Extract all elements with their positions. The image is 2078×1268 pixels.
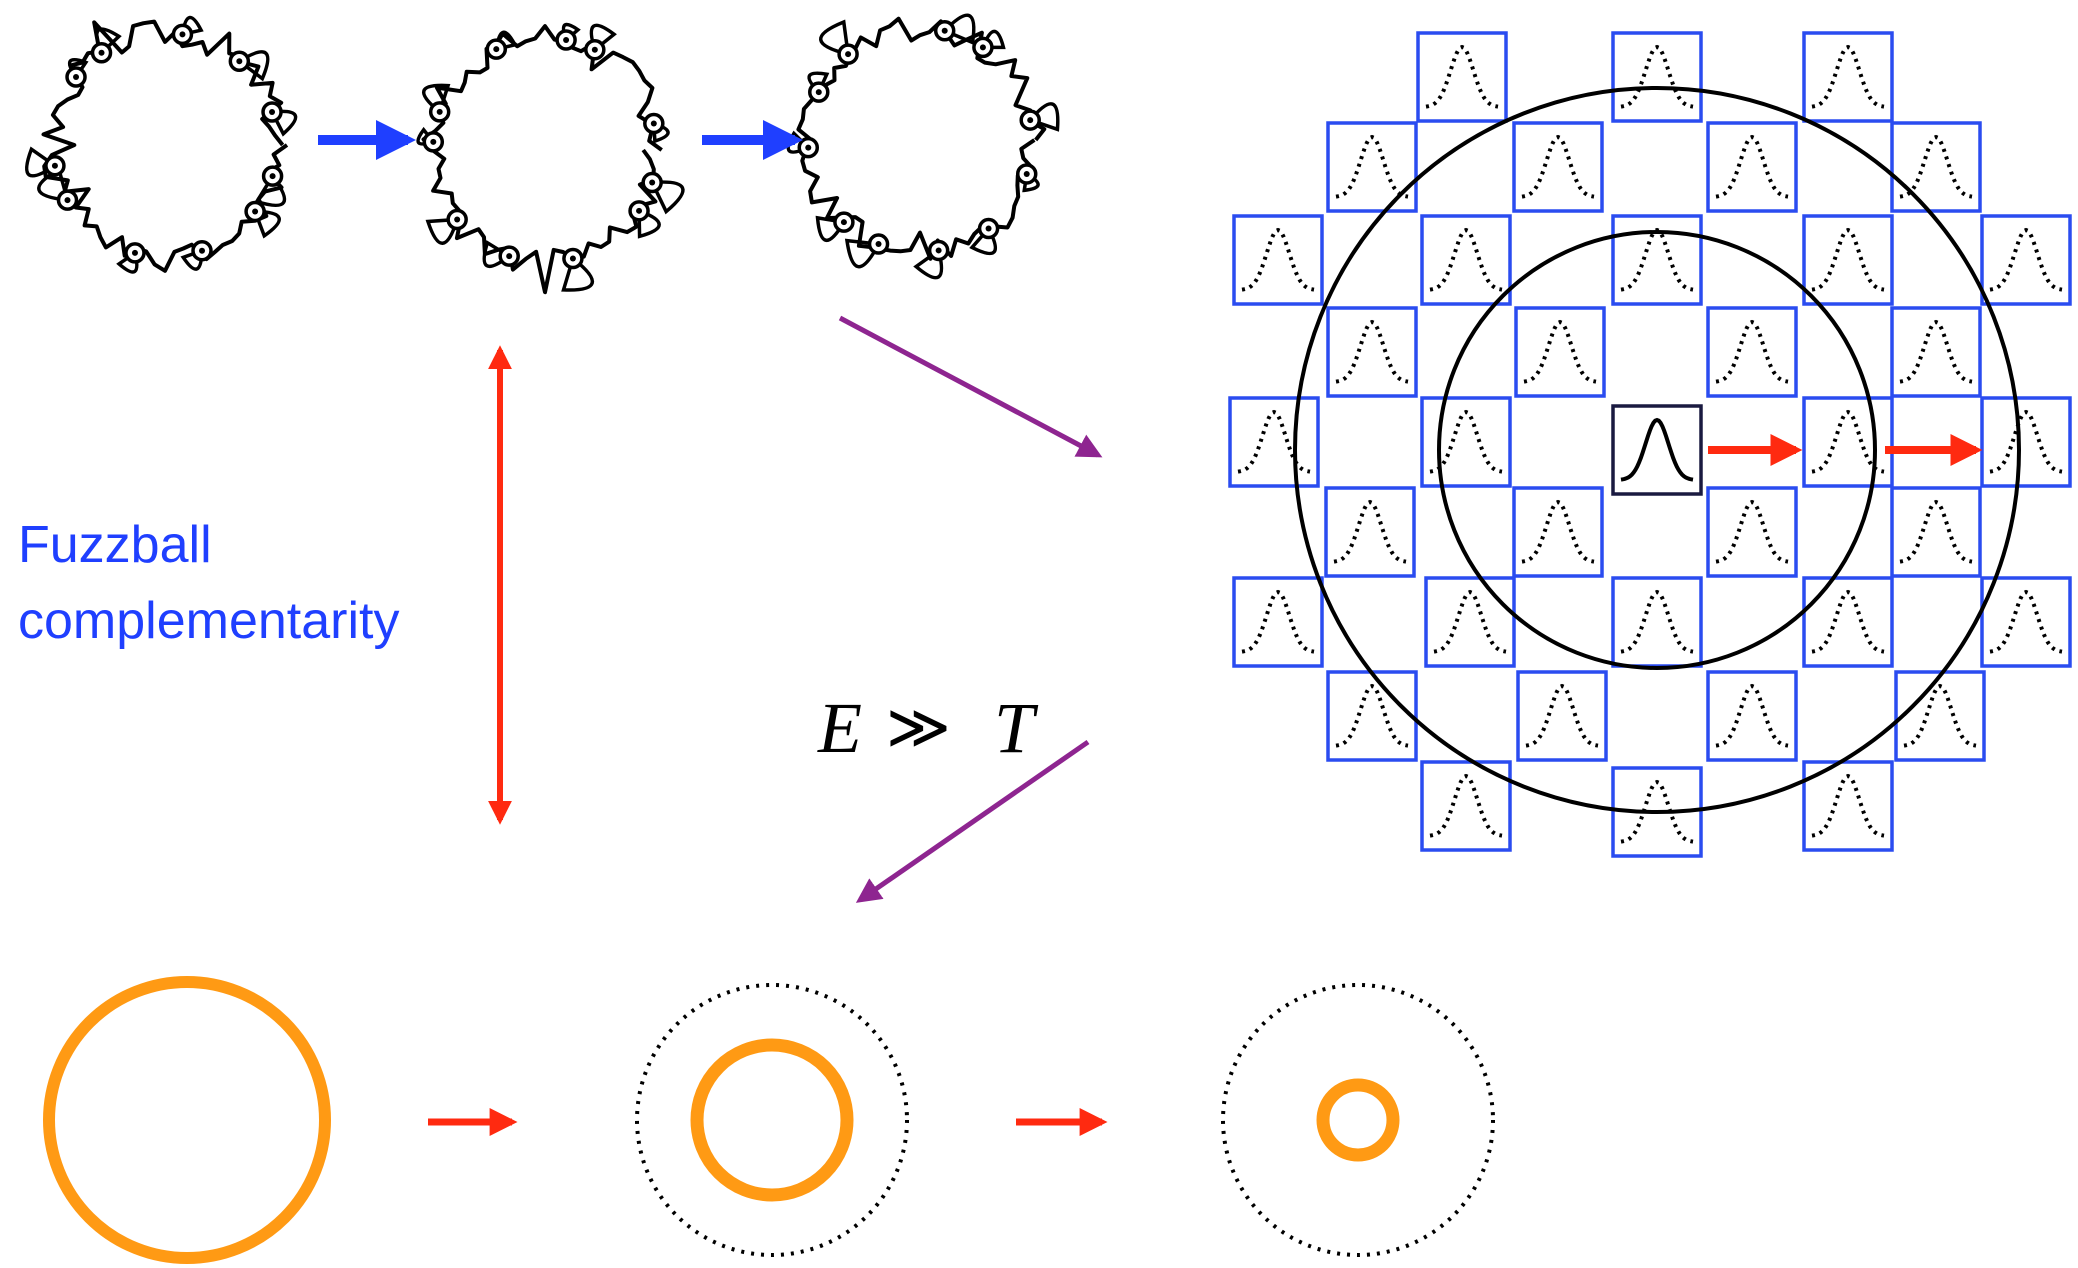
mode-box [1804, 33, 1892, 121]
purple-arrow-to-horizons [860, 742, 1088, 900]
mode-box [1708, 672, 1796, 760]
mode-box [1804, 578, 1892, 666]
mode-box [1892, 488, 1980, 576]
mode-box [1426, 578, 1514, 666]
math-rhs: T [994, 688, 1039, 768]
horizon-stage-3 [1223, 985, 1493, 1255]
horizon-stage-2 [637, 985, 907, 1255]
mode-box [1613, 33, 1701, 121]
mode-box [1234, 578, 1322, 666]
mode-box [1328, 672, 1416, 760]
mode-box [1234, 216, 1322, 304]
mode-box [1804, 398, 1892, 486]
mode-box [1708, 488, 1796, 576]
mode-box [1896, 672, 1984, 760]
mode-box [1708, 123, 1796, 211]
mode-box-center [1613, 406, 1701, 494]
fuzzball-stage-1 [27, 17, 296, 272]
mode-box [1804, 216, 1892, 304]
mode-box [1892, 308, 1980, 396]
mode-box [1518, 672, 1606, 760]
mode-box [1230, 398, 1318, 486]
horizon-stage-1 [47, 980, 327, 1260]
mode-box [1982, 216, 2070, 304]
math-op: ≫ [886, 690, 951, 763]
fuzzball-label-line1: Fuzzball [18, 516, 212, 574]
mode-box [1328, 123, 1416, 211]
mode-box [1418, 33, 1506, 121]
orange-ring-3 [1323, 1085, 1393, 1155]
mode-box [1328, 308, 1416, 396]
mode-box [1613, 216, 1701, 304]
orange-ring-2 [697, 1045, 847, 1195]
purple-arrow-to-modes [840, 318, 1098, 455]
fuzzball-stage-2 [418, 24, 683, 292]
mode-box [1982, 578, 2070, 666]
energy-temperature-condition: E ≫ T [817, 688, 1039, 768]
fuzzball-stage-3 [788, 15, 1058, 278]
dotted-horizon-2 [637, 985, 907, 1255]
mode-box [1613, 578, 1701, 666]
mode-box [1326, 488, 1414, 576]
fuzzball-label-line2: complementarity [18, 592, 399, 650]
mode-box [1892, 123, 1980, 211]
mode-box [1514, 488, 1602, 576]
dotted-horizon-3 [1223, 985, 1493, 1255]
mode-box [1422, 216, 1510, 304]
mode-box [1982, 398, 2070, 486]
math-lhs: E [817, 688, 862, 768]
mode-box [1514, 123, 1602, 211]
orange-ring-1 [49, 982, 325, 1258]
mode-box [1422, 398, 1510, 486]
mode-box [1516, 308, 1604, 396]
mode-box [1708, 308, 1796, 396]
mode-grid [1230, 33, 2070, 856]
